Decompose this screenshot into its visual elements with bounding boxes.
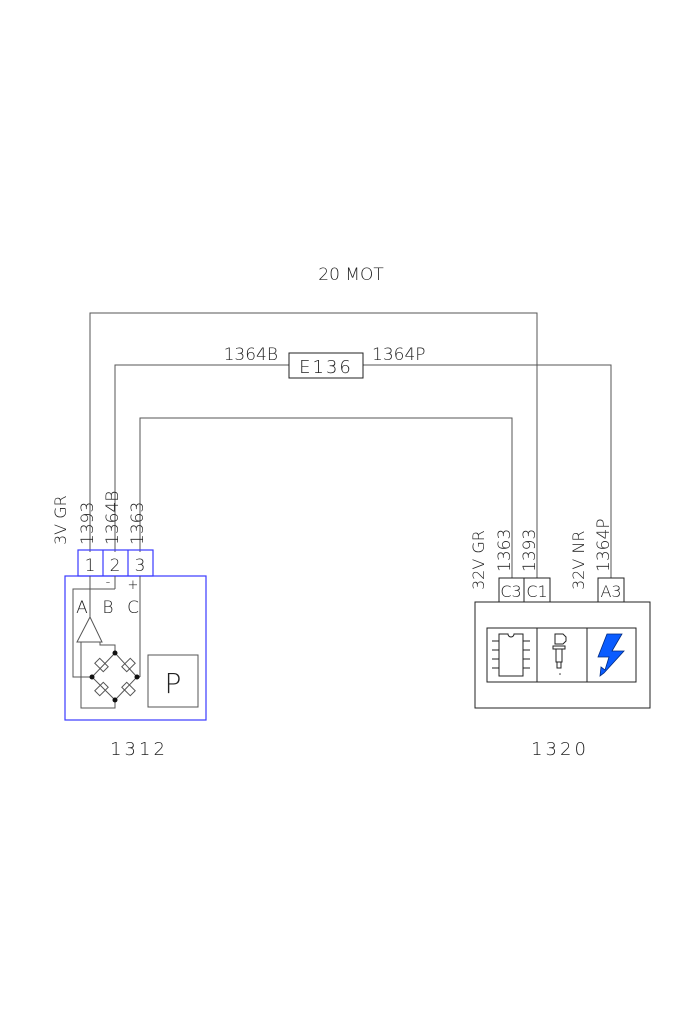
wire-1364P bbox=[363, 364, 612, 578]
splice-label: E136 bbox=[299, 357, 353, 378]
wire-label: 1363 bbox=[128, 502, 148, 545]
wire-label: 1364P bbox=[594, 518, 614, 572]
plus-sign: + bbox=[128, 578, 139, 593]
terminal-label: A bbox=[76, 598, 88, 618]
connector-c-info: 32V GR bbox=[469, 530, 488, 590]
p-symbol-box bbox=[147, 654, 199, 708]
pin-label: C1 bbox=[526, 582, 547, 601]
terminal-label: C bbox=[127, 598, 139, 618]
component-1320: 32V GR 1363 1393 32V NR 1364P C3 C1 A3 1… bbox=[469, 518, 651, 760]
component-body bbox=[474, 601, 651, 709]
wire-label: 1393 bbox=[78, 502, 98, 545]
connector-info: 3V GR bbox=[51, 495, 70, 545]
terminal-label: B bbox=[102, 598, 113, 618]
pin-label: 2 bbox=[110, 556, 121, 576]
connector-a-info: 32V NR bbox=[569, 531, 588, 590]
wire-label: 1393 bbox=[520, 529, 540, 572]
pin-label: 1 bbox=[85, 556, 96, 576]
harness-label: 20 MOT bbox=[318, 265, 384, 285]
component-id: 1320 bbox=[531, 739, 589, 760]
pin-label: C3 bbox=[500, 582, 521, 601]
wire-label: 1363 bbox=[495, 529, 515, 572]
component-body bbox=[64, 575, 207, 721]
component-1312: 3V GR 1393 1364B 1363 1 2 3 - + A B C bbox=[51, 491, 207, 760]
component-id: 1312 bbox=[110, 739, 168, 760]
wire-1393 bbox=[89, 312, 538, 578]
lightning-icon bbox=[597, 633, 625, 677]
wire-label: 1364B bbox=[103, 491, 123, 545]
pin-label: A3 bbox=[600, 582, 621, 601]
wire-1364B bbox=[114, 364, 289, 552]
injector-icon bbox=[552, 633, 567, 675]
splice-right-wire: 1364P bbox=[372, 345, 426, 365]
pin-label: 3 bbox=[135, 556, 146, 576]
wire-1363 bbox=[139, 417, 513, 578]
ic-chip-icon bbox=[492, 633, 530, 677]
splice-left-wire: 1364B bbox=[224, 345, 278, 365]
splice-e136: E136 1364B 1364P bbox=[224, 345, 426, 379]
minus-sign: - bbox=[106, 575, 111, 590]
p-symbol: P bbox=[165, 667, 182, 700]
pressure-sensor-bridge-icon bbox=[72, 576, 141, 709]
